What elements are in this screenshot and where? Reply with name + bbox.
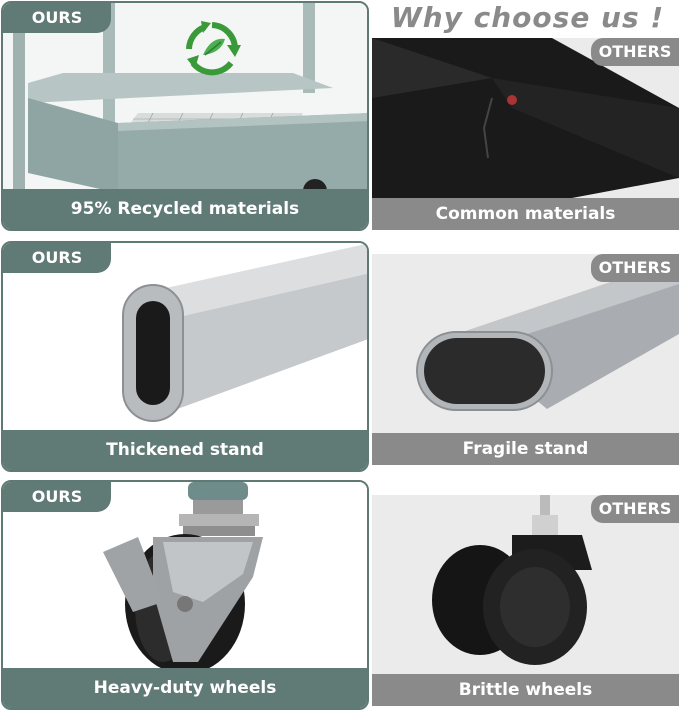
ours-panel-wheels: OURS Heavy-duty wheels — [1, 480, 369, 710]
ours-caption-materials: 95% Recycled materials — [3, 189, 367, 229]
common-material-image — [372, 38, 679, 198]
others-tag: OTHERS — [591, 254, 679, 282]
ours-tag: OURS — [3, 243, 111, 273]
brittle-wheel-image — [372, 495, 679, 674]
recycle-icon — [186, 21, 241, 76]
others-tag: OTHERS — [591, 38, 679, 66]
ours-tag: OURS — [3, 3, 111, 33]
ours-caption-stand: Thickened stand — [3, 430, 367, 470]
others-caption-stand: Fragile stand — [372, 433, 679, 465]
heavy-duty-wheel-image — [3, 482, 367, 672]
others-tag: OTHERS — [591, 495, 679, 523]
thickened-tube-image — [3, 243, 367, 434]
others-caption-materials: Common materials — [372, 198, 679, 230]
others-caption-wheels: Brittle wheels — [372, 674, 679, 706]
others-panel-stand: OTHERS Fragile stand — [372, 254, 679, 465]
recycled-cart-image — [3, 3, 367, 193]
ours-caption-wheels: Heavy-duty wheels — [3, 668, 367, 708]
ours-panel-materials: OURS 95% Recycled materials — [1, 1, 369, 231]
others-panel-wheels: OTHERS Brittle wheels — [372, 495, 679, 706]
others-panel-materials: OTHERS Common materials — [372, 38, 679, 230]
page-heading: Why choose us ! — [390, 1, 665, 34]
ours-panel-stand: OURS Thickened stand — [1, 241, 369, 472]
ours-tag: OURS — [3, 482, 111, 512]
